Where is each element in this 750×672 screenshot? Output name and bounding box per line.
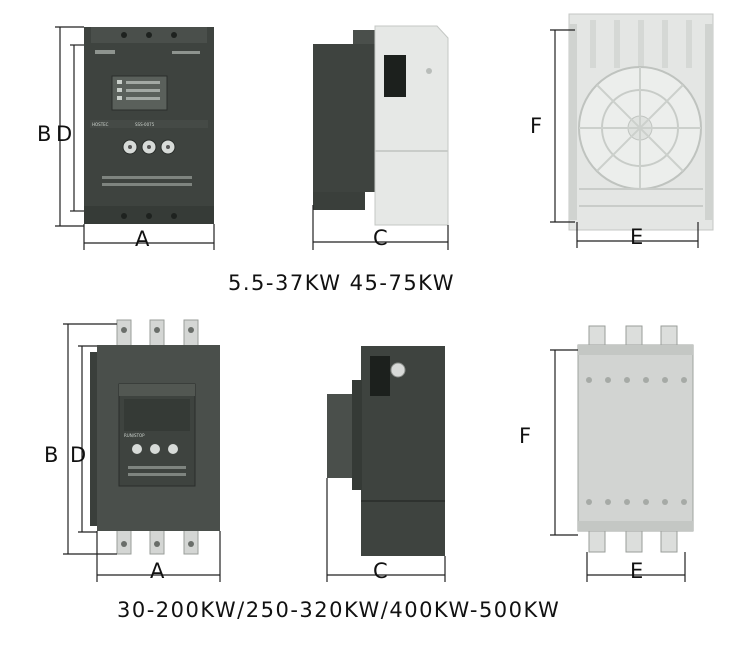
label-a-bottom: A: [150, 559, 165, 583]
bottom-front-view: RUN/STOP B D A: [44, 319, 221, 583]
label-f: F: [530, 114, 542, 138]
bottom-rear-view: F E: [519, 325, 694, 583]
label-b: B: [37, 122, 51, 146]
top-front-view: HOSTEC SSS-0075 B D A: [37, 26, 215, 251]
front-model-text: SSS-0075: [135, 122, 155, 127]
front-brand-text: HOSTEC: [92, 122, 109, 127]
label-c-bottom: C: [373, 559, 388, 583]
top-side-view: C: [312, 25, 449, 250]
top-rear-view: F E: [530, 13, 714, 249]
label-d-bottom: D: [70, 443, 86, 467]
label-e-bottom: E: [630, 559, 643, 583]
module-panel-text: RUN/STOP: [124, 433, 145, 438]
label-e: E: [630, 225, 643, 249]
label-a: A: [135, 227, 150, 251]
label-c: C: [373, 226, 388, 250]
bottom-side-view: C: [326, 346, 446, 583]
caption-bottom: 30-200KW/250-320KW/400KW-500KW: [117, 598, 560, 622]
caption-top: 5.5-37KW 45-75KW: [228, 271, 455, 295]
label-b-bottom: B: [44, 443, 58, 467]
label-f-bottom: F: [519, 424, 531, 448]
label-d: D: [56, 122, 72, 146]
